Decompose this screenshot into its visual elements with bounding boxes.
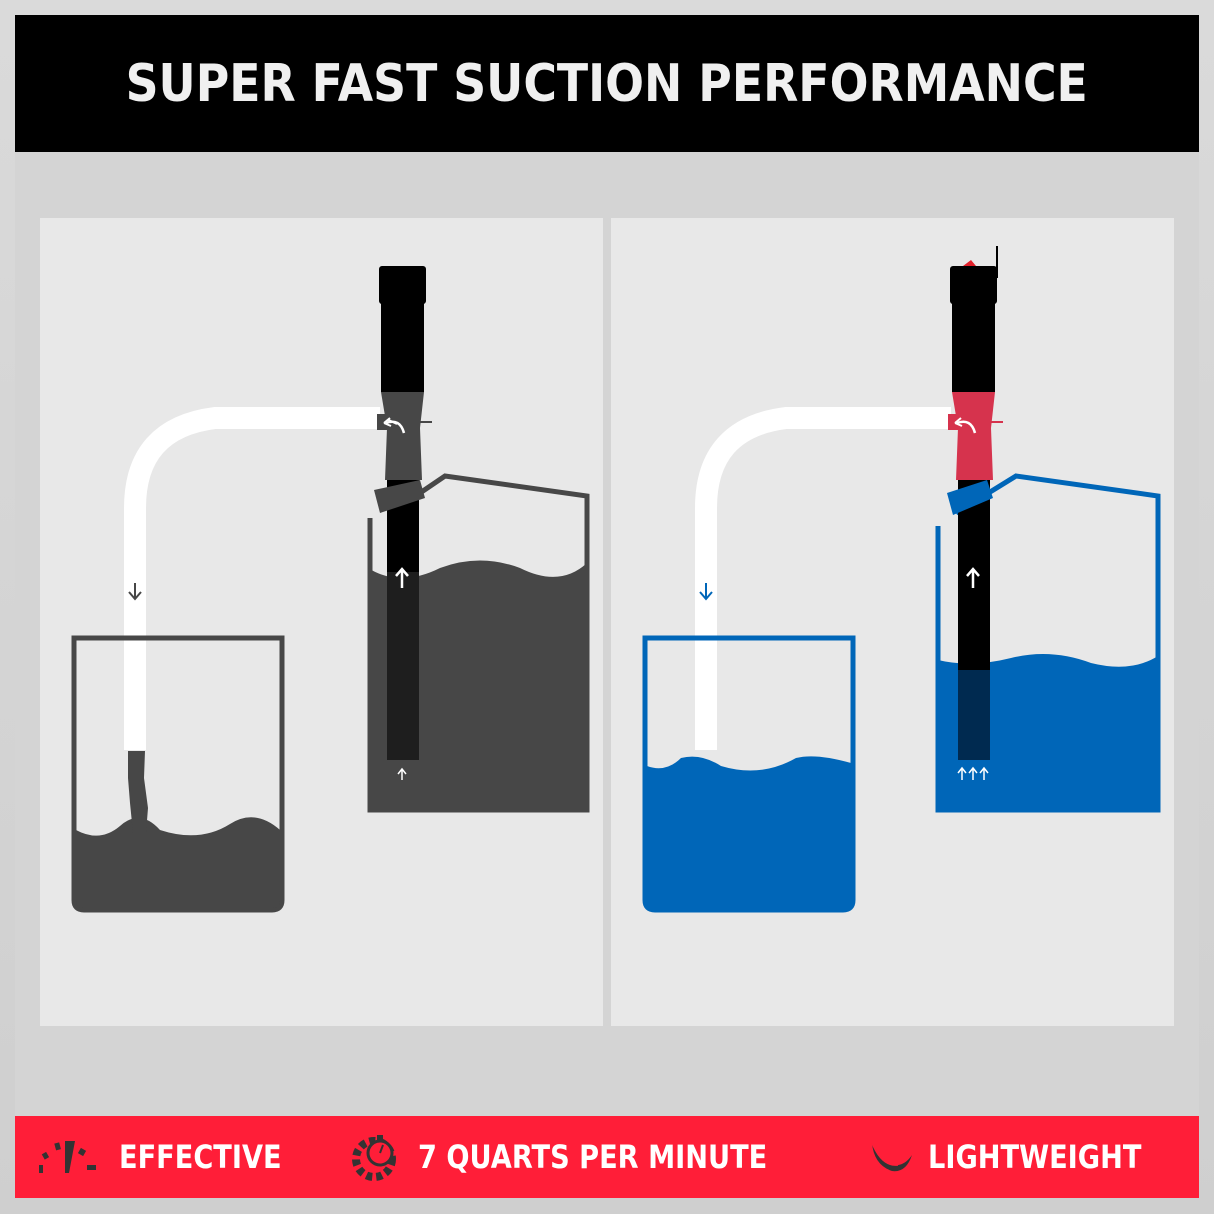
feature-bar: EFFECTIVE 7 QUARTS PER MINUTE LIGHTWEIGH… — [15, 1116, 1199, 1198]
liquid-stream — [128, 751, 148, 833]
destination-liquid — [76, 817, 280, 908]
panel-standard-pump — [40, 218, 603, 1026]
inlet-arrow-icon — [397, 767, 407, 780]
source-liquid — [368, 560, 587, 810]
fast-pump-diagram — [642, 246, 1161, 913]
pump-clamp — [947, 480, 993, 515]
pump-cap — [950, 266, 997, 304]
up-arrow-icon — [966, 567, 980, 588]
inlet-arrows-icon — [957, 766, 989, 780]
feature-label-effective: EFFECTIVE — [118, 1138, 282, 1176]
panel-fast-pump — [611, 218, 1174, 1026]
feature-lightweight: LIGHTWEIGHT — [868, 1137, 1179, 1177]
header-banner: SUPER FAST SUCTION PERFORMANCE — [15, 15, 1199, 152]
outlet-arrow-icon — [956, 420, 977, 434]
source-liquid — [938, 654, 1158, 810]
feature-effective: EFFECTIVE — [35, 1137, 310, 1177]
pump-cap — [379, 266, 426, 304]
feature-label-flow-rate: 7 QUARTS PER MINUTE — [417, 1138, 767, 1176]
speedometer-icon — [35, 1137, 105, 1177]
pump-clamp — [374, 480, 425, 513]
pump-body-accent — [952, 392, 995, 480]
pump-handle — [952, 302, 995, 392]
standard-pump-diagram — [71, 266, 590, 913]
pump-handle — [381, 302, 424, 392]
feature-label-lightweight: LIGHTWEIGHT — [928, 1138, 1142, 1176]
hose — [695, 407, 951, 750]
feather-icon — [868, 1137, 914, 1177]
destination-container — [642, 635, 856, 913]
hose — [124, 407, 380, 750]
page-title: SUPER FAST SUCTION PERFORMANCE — [125, 53, 1089, 114]
down-arrow-icon — [699, 583, 713, 601]
pump-body-accent — [381, 392, 424, 480]
destination-liquid — [647, 756, 851, 908]
up-arrow-icon — [395, 567, 409, 588]
down-arrow-icon — [128, 583, 142, 601]
power-switch — [963, 260, 976, 266]
gear-stopwatch-icon — [350, 1131, 404, 1183]
destination-container — [71, 635, 285, 913]
feature-flow-rate: 7 QUARTS PER MINUTE — [350, 1131, 829, 1183]
